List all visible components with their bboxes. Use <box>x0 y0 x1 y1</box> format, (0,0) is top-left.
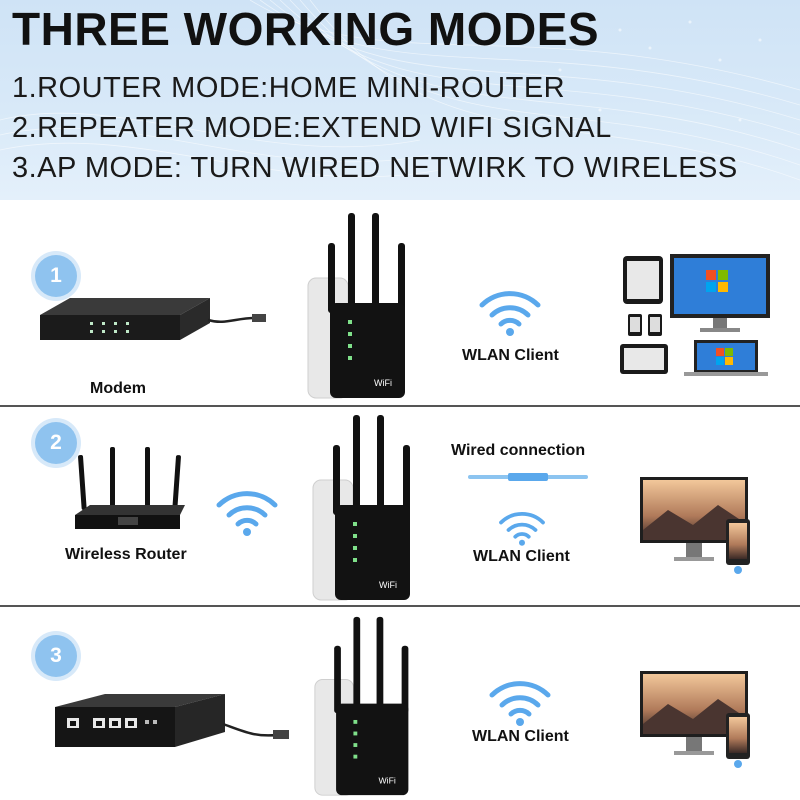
wlan-client-label: WLAN Client <box>473 548 570 565</box>
wifi-extender-icon: WiFi <box>305 612 425 800</box>
mode-row-repeater: 2 Wireless Router <box>0 407 800 605</box>
svg-text:WiFi: WiFi <box>379 580 397 590</box>
svg-text:WiFi: WiFi <box>379 776 396 786</box>
wireless-router-icon <box>70 445 190 545</box>
wlan-client-label: WLAN Client <box>472 728 569 745</box>
page-title: THREE WORKING MODES <box>12 3 600 55</box>
header-banner: THREE WORKING MODES 1.ROUTER MODE:HOME M… <box>0 0 800 200</box>
mode-row-router: 1 Modem <box>0 200 800 405</box>
wifi-signal-icon <box>478 285 542 337</box>
network-switch-icon <box>45 692 305 767</box>
wireless-router-label: Wireless Router <box>65 546 187 563</box>
wifi-signal-icon <box>498 507 546 547</box>
mode-row-ap: 3 <box>0 607 800 800</box>
step-badge-2: 2 <box>35 422 77 464</box>
wifi-signal-icon <box>215 485 279 537</box>
step-badge-1: 1 <box>35 255 77 297</box>
wlan-client-label: WLAN Client <box>462 347 559 364</box>
row-divider <box>0 605 800 607</box>
devices-icon <box>618 252 778 378</box>
mode-line-ap: 3.AP MODE: TURN WIRED NETWIRK TO WIRELES… <box>12 152 738 184</box>
svg-text:WiFi: WiFi <box>374 378 392 388</box>
desktop-phone-icon <box>638 475 763 575</box>
modem-icon <box>30 290 270 360</box>
wave-pattern-background <box>0 0 800 181</box>
ethernet-cable-icon <box>468 471 588 483</box>
wifi-extender-icon: WiFi <box>300 208 420 403</box>
mode-line-router: 1.ROUTER MODE:HOME MINI-ROUTER <box>12 72 566 104</box>
wifi-extender-icon: WiFi <box>305 410 425 605</box>
desktop-phone-icon <box>638 669 763 769</box>
step-badge-3: 3 <box>35 635 77 677</box>
wired-connection-label: Wired connection <box>451 442 586 459</box>
wifi-signal-icon <box>488 675 552 727</box>
row-divider <box>0 405 800 407</box>
mode-line-repeater: 2.REPEATER MODE:EXTEND WIFI SIGNAL <box>12 112 612 144</box>
modem-label: Modem <box>90 380 146 397</box>
